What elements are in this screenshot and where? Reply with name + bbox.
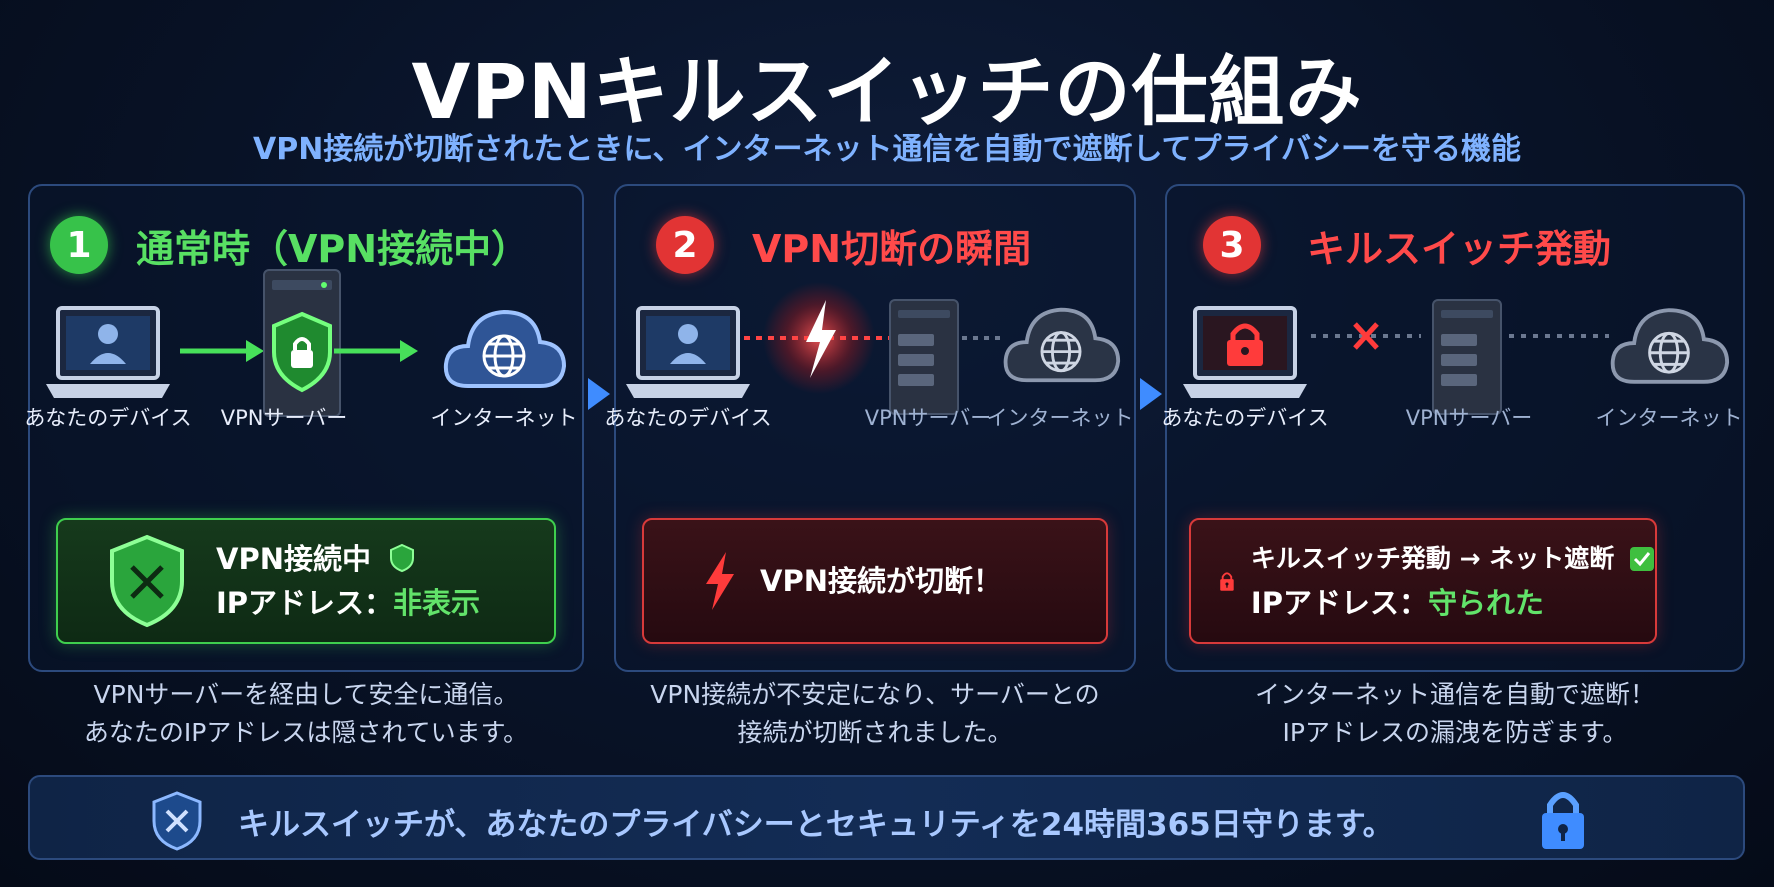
checkmark-icon [1630,547,1654,571]
laptop-icon [46,306,170,398]
status-line-1: VPN接続中 [216,537,480,581]
label-device: あなたのデバイス [1161,406,1329,430]
shield-check-icon [390,543,415,573]
footer-text: キルスイッチが、あなたのプライバシーとセキュリティを24時間365日守ります。 [238,807,1394,843]
arrow-right-icon [180,340,264,362]
step-number-badge: 3 [1203,216,1261,274]
panel-normal: 1 通常時（VPN接続中） [24,184,584,672]
arrow-right-icon [334,340,418,362]
status-box: VPN接続中 IPアドレス：非表示 [56,518,556,644]
step-header-3: 3 キルスイッチ発動 [1203,216,1611,274]
label-device: あなたのデバイス [604,406,772,430]
step-number-badge: 1 [50,216,108,274]
label-server: VPNサーバー [1405,406,1533,430]
label-device: あなたのデバイス [24,406,192,430]
label-internet: インターネット [430,406,578,430]
globe-icon [1040,331,1082,373]
status-box: VPN接続が切断！ [642,518,1108,644]
caption-panel-2: VPN接続が不安定になり、サーバーとの 接続が切断されました。 [650,680,1100,747]
shield-tools-icon [152,791,202,851]
label-internet: インターネット [986,406,1134,430]
server-icon [1432,299,1502,415]
step-title: VPN切断の瞬間 [752,226,1032,271]
x-mark-icon [1311,322,1421,350]
cloud-globe-icon [1003,307,1121,383]
status-line-1: VPN接続が切断！ [760,564,1002,598]
padlock-icon [1542,792,1584,849]
padlock-icon [1220,572,1234,591]
laptop-icon [626,306,750,398]
panel-killswitch: 3 キルスイッチ発動 あなたのデバイス VPNサーバー [1161,184,1745,672]
label-server: VPNサーバー [220,406,348,430]
status-line-1: キルスイッチ発動 → ネット遮断 [1251,537,1655,581]
caption-panel-1: VPNサーバーを経由して安全に通信。 あなたのIPアドレスは隠されています。 [83,680,529,747]
ip-status-value: 非表示 [393,586,481,620]
laptop-icon [1183,306,1307,398]
step-title: 通常時（VPN接続中） [136,226,530,271]
step-number-badge: 2 [656,216,714,274]
ip-status-value: 守られた [1427,586,1544,620]
shield-tools-icon [110,534,184,628]
page-title: VPNキルスイッチの仕組み [411,47,1363,136]
server-icon [889,299,959,415]
cloud-globe-icon [443,309,567,388]
label-internet: インターネット [1595,406,1743,430]
shield-lock-icon [272,311,332,393]
padlock-icon [1227,323,1263,366]
globe-icon [482,334,526,378]
caption-panel-3: インターネット通信を自動で遮断！ IPアドレスの漏洩を防ぎます。 [1254,680,1655,747]
user-icon [90,324,126,364]
user-icon [670,324,706,364]
dotted-connection [1509,334,1609,338]
cloud-globe-icon [1610,308,1730,384]
chevron-right-icon [588,378,610,410]
lightning-icon [744,282,894,394]
server-icon [263,269,341,417]
status-line-2: IPアドレス：非表示 [216,586,481,620]
status-box: キルスイッチ発動 → ネット遮断 IPアドレス：守られた [1189,518,1657,644]
step-header-1: 1 通常時（VPN接続中） [50,216,529,274]
lightning-icon [706,552,734,610]
globe-icon [1648,331,1690,374]
chevron-right-icon [1140,378,1162,410]
page-subtitle: VPN接続が切断されたときに、インターネット通信を自動で遮断してプライバシーを守… [253,132,1521,167]
panel-disconnect: 2 VPN切断の瞬間 [604,184,1136,672]
step-title: キルスイッチ発動 [1307,226,1612,271]
status-line-2: IPアドレス：守られた [1250,586,1544,620]
footer-banner: キルスイッチが、あなたのプライバシーとセキュリティを24時間365日守ります。 [28,775,1745,860]
label-server: VPNサーバー [864,406,992,430]
step-header-2: 2 VPN切断の瞬間 [656,216,1031,274]
dotted-connection [962,336,1002,340]
